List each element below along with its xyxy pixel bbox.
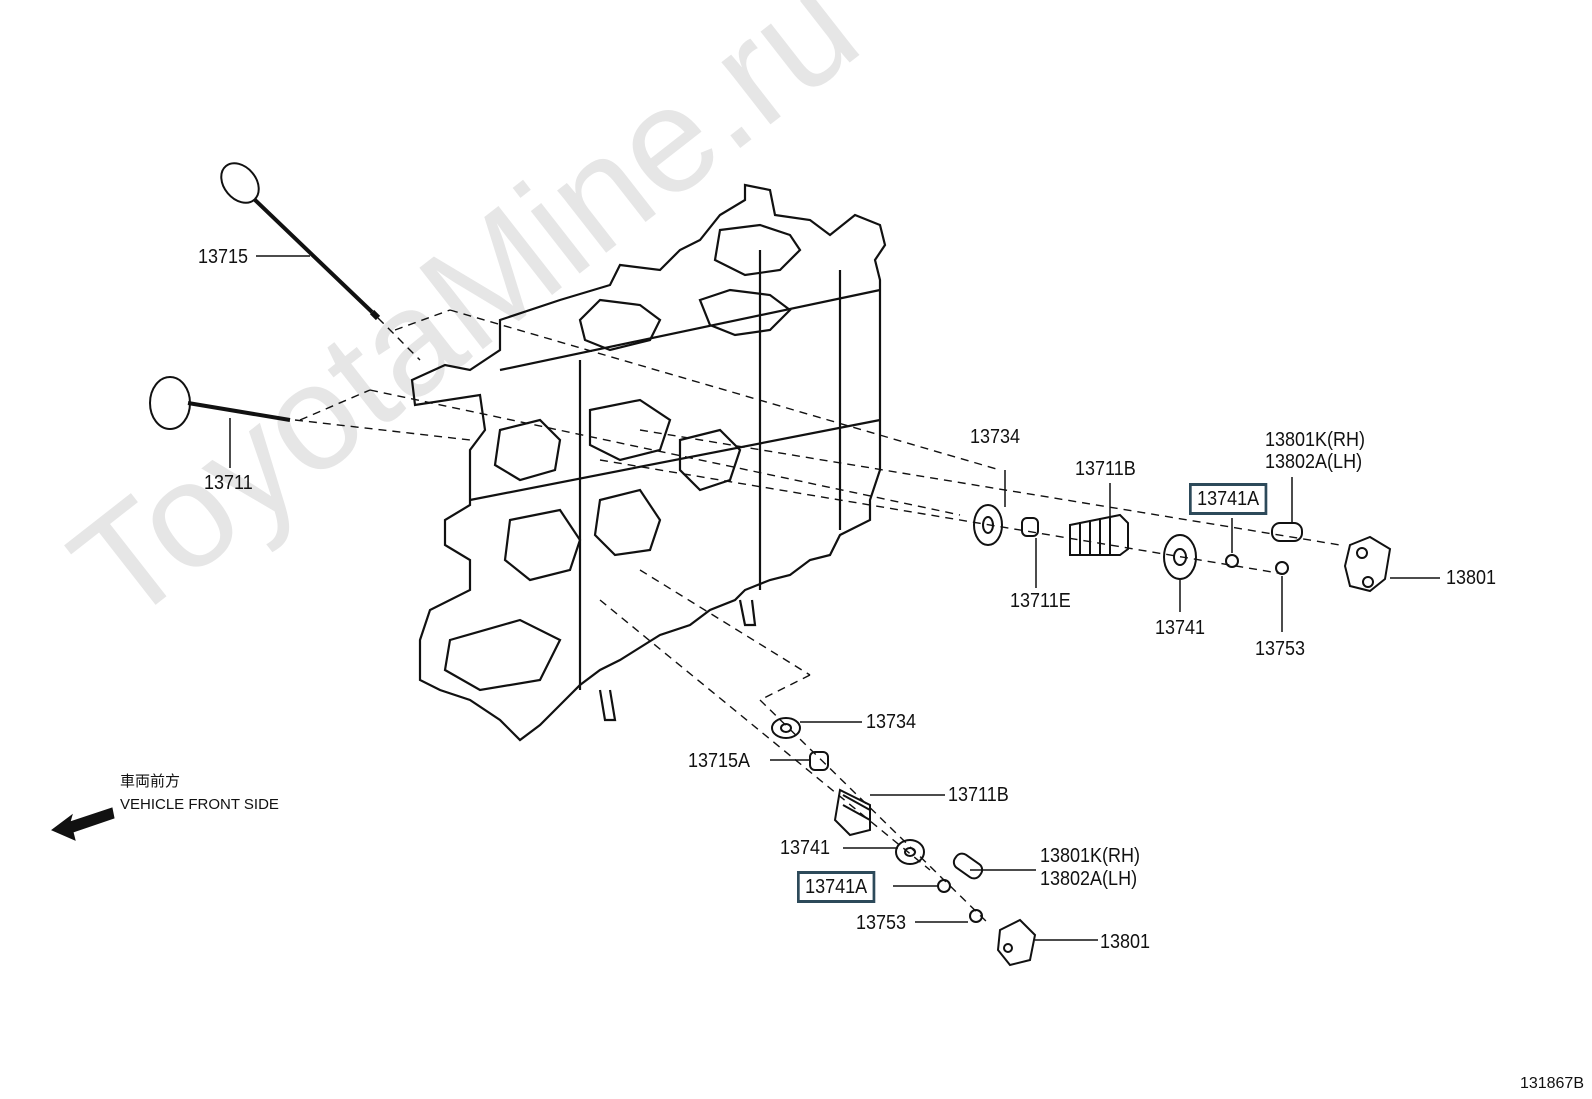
lower-valve-train-parts	[771, 717, 1037, 967]
cylinder-head-drawing	[410, 183, 887, 742]
label-13734-bottom: 13734	[866, 711, 917, 733]
label-13801-bottom: 13801	[1100, 931, 1151, 953]
label-13734-top: 13734	[970, 426, 1021, 448]
valve-13715-drawing	[220, 162, 381, 321]
label-13711: 13711	[204, 472, 253, 494]
front-direction-arrow-icon	[51, 807, 115, 841]
front-note-english: VEHICLE FRONT SIDE	[120, 796, 279, 813]
label-13801-top: 13801	[1446, 567, 1497, 589]
upper-valve-train-parts	[973, 504, 1392, 593]
label-13741-top: 13741	[1155, 617, 1206, 639]
front-note-japanese: 車両前方	[120, 773, 181, 790]
diagram-code: 131867B	[1519, 1075, 1584, 1092]
label-13802a-top: 13802A(LH)	[1265, 451, 1363, 473]
label-13715: 13715	[198, 246, 249, 268]
label-13801k-top: 13801K(RH)	[1265, 429, 1366, 451]
label-13753-top: 13753	[1255, 638, 1306, 660]
label-13802a-bottom: 13802A(LH)	[1040, 868, 1138, 890]
label-13753-bottom: 13753	[856, 912, 907, 934]
label-13711b-top: 13711B	[1075, 458, 1136, 480]
leader-lines	[770, 470, 1440, 941]
valve-13711-drawing	[149, 376, 291, 468]
assembly-lines	[294, 309, 1341, 926]
label-13741-bottom: 13741	[780, 837, 831, 859]
label-13801k-bottom: 13801K(RH)	[1040, 845, 1141, 867]
label-13741a-bottom: 13741A	[797, 871, 876, 903]
label-13711e: 13711E	[1010, 590, 1071, 612]
label-13741a-top: 13741A	[1189, 483, 1268, 515]
label-13715a: 13715A	[688, 750, 751, 772]
label-13711b-bottom: 13711B	[948, 784, 1009, 806]
